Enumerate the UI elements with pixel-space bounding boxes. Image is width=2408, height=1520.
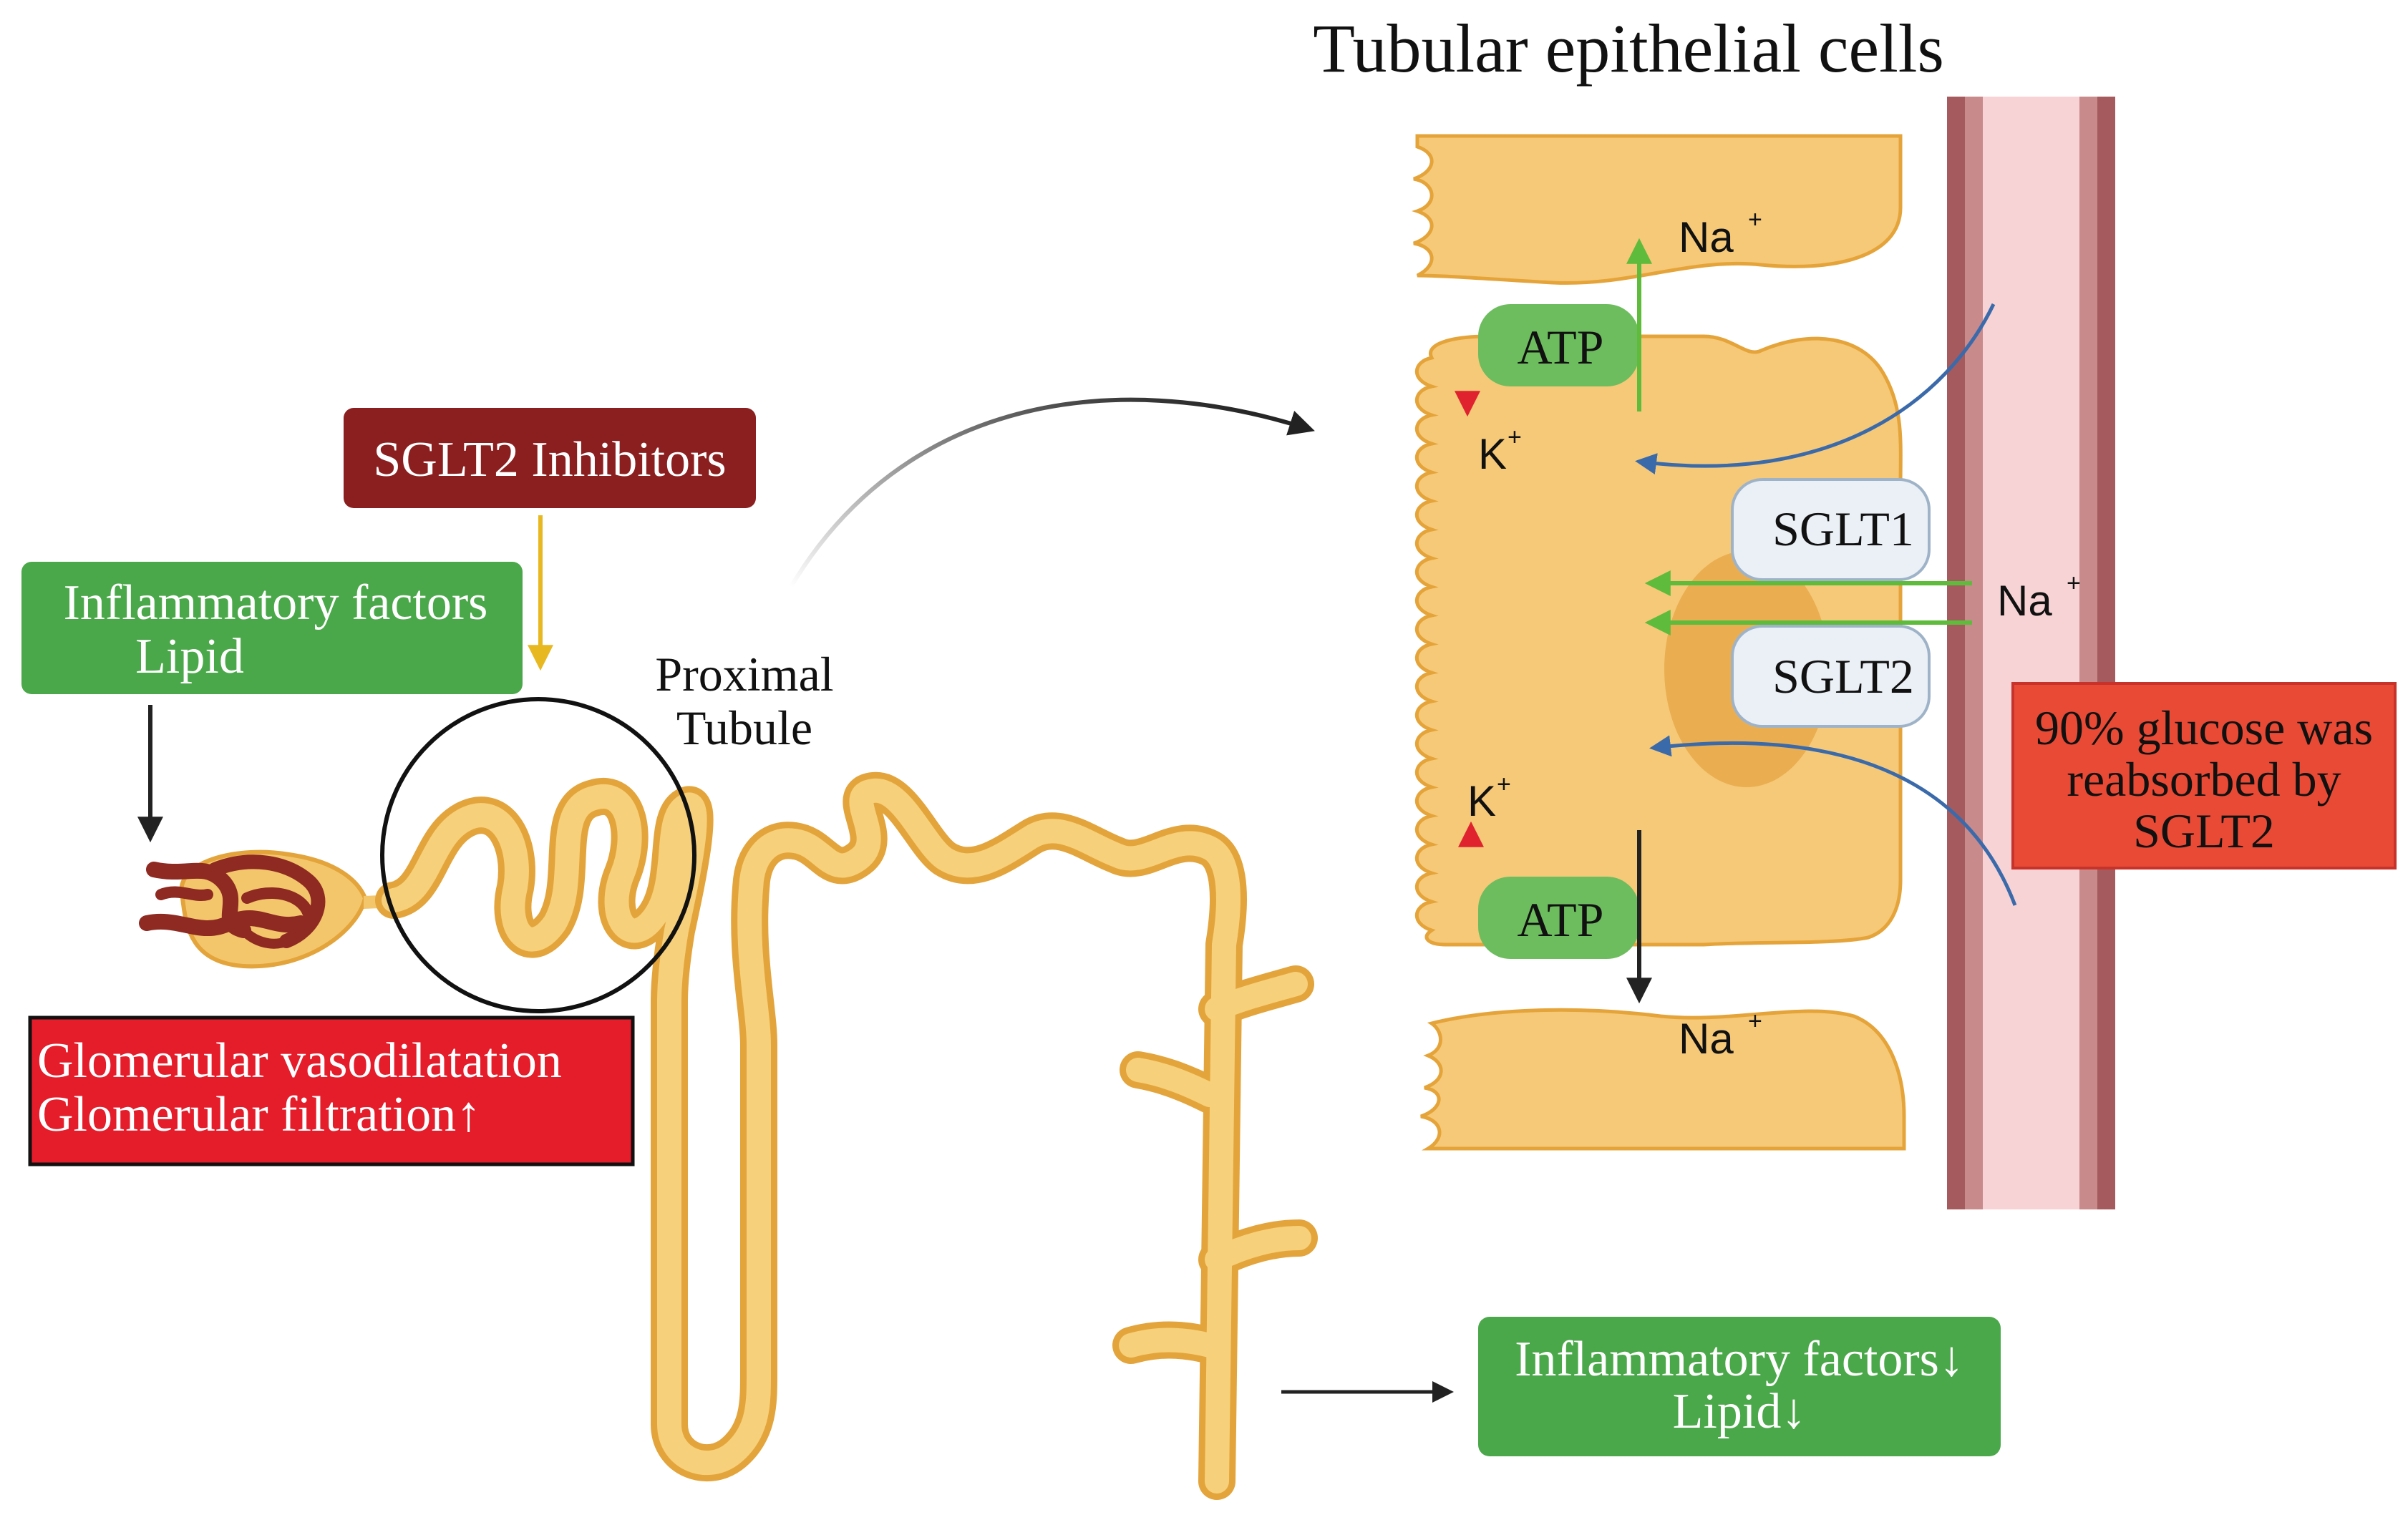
atp-pump-top: ATP [1478, 304, 1639, 386]
result-label-line1: Inflammatory factors↓ [1515, 1332, 1964, 1387]
result-inflammatory-lipid-box: Inflammatory factors↓ Lipid↓ [1478, 1317, 2001, 1456]
proximal-tubule-highlight-circle [380, 697, 696, 1013]
inflammatory-label-line1: Inflammatory factors [64, 575, 488, 630]
atp-bottom-label: ATP [1518, 892, 1604, 947]
inflammatory-label-line2: Lipid [135, 629, 244, 684]
top-epithelial-cell [1412, 134, 1903, 285]
k-bottom-text: K [1467, 777, 1496, 825]
blood-vessel [1947, 97, 2115, 1209]
na-right-text: Na [1997, 577, 2052, 625]
k-bottom-label: K + [1467, 771, 1511, 825]
bottom-epithelial-cell [1420, 1008, 1906, 1151]
k-top-text: K [1478, 430, 1507, 478]
tubule-system [375, 772, 1318, 1500]
diagram-title: Tubular epithelial cells [1313, 10, 1944, 87]
na-right-charge: + [2067, 570, 2081, 597]
sglt1-transporter: SGLT1 [1731, 478, 1931, 581]
na-top-charge: + [1748, 206, 1762, 233]
sglt2-transporter: SGLT2 [1731, 625, 1931, 728]
na-top-text: Na [1679, 213, 1734, 261]
glucose-label-line1: 90% glucose was [2035, 701, 2373, 755]
inflammatory-lipid-box: Inflammatory factors Lipid [21, 562, 523, 694]
na-bottom-charge: + [1748, 1008, 1762, 1035]
nephron [139, 697, 1318, 1500]
sglt2-inhibitors-box: SGLT2 Inhibitors [344, 408, 756, 508]
sglt2-label: SGLT2 [1772, 649, 1914, 703]
glomerular-label-line2: Glomerular filtration↑ [37, 1087, 481, 1142]
zoom-curved-arrow [789, 397, 1315, 588]
glucose-reabsorption-box: 90% glucose was reabsorbed by SGLT2 [2011, 682, 2397, 869]
result-label-line2: Lipid↓ [1673, 1384, 1807, 1439]
glomerular-label-line1: Glomerular vasodilatation [37, 1033, 562, 1088]
atp-top-label: ATP [1518, 320, 1604, 374]
na-top-label: Na + [1679, 206, 1762, 261]
k-top-label: K + [1478, 424, 1522, 478]
glucose-label-line2: reabsorbed by [2067, 752, 2341, 807]
glucose-sglt1-arrow [1635, 303, 1996, 474]
na-bottom-text: Na [1679, 1015, 1734, 1063]
k-top-charge: + [1508, 424, 1522, 451]
glucose-sglt2-arrow [1649, 735, 2017, 906]
sglt1-label: SGLT1 [1772, 502, 1914, 556]
proximal-tubule-label-line2: Tubule [676, 701, 812, 755]
na-bottom-label: Na + [1679, 1008, 1762, 1063]
proximal-tubule-label-line1: Proximal [655, 647, 833, 701]
atp-pump-bottom: ATP [1478, 877, 1639, 959]
k-bottom-charge: + [1497, 771, 1511, 798]
glomerulus-capillaries [139, 854, 326, 949]
na-right-label: Na + [1997, 570, 2081, 625]
glomerular-effects-box: Glomerular vasodilatation Glomerular fil… [28, 1015, 635, 1166]
glucose-label-line3: SGLT2 [2133, 804, 2275, 858]
sglt2-inhibitors-label: SGLT2 Inhibitors [373, 432, 726, 487]
